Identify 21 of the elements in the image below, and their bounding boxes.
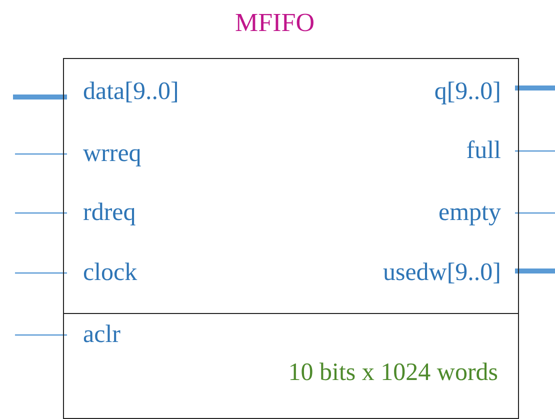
- pin-name: rdreq: [64, 199, 136, 227]
- pin-line: [515, 212, 555, 214]
- pin-name: data[9..0]: [64, 78, 179, 106]
- memory-size-note: 10 bits x 1024 words: [288, 359, 498, 387]
- pin-line: [515, 268, 555, 274]
- pin-line: [15, 153, 67, 155]
- pin-line: [15, 272, 67, 274]
- pin-line: [515, 150, 555, 152]
- pin-line: [515, 86, 555, 90]
- pin-name: clock: [64, 259, 138, 287]
- pin-name: wrreq: [64, 140, 142, 168]
- block-title: MFIFO: [235, 8, 314, 38]
- pin-name: full: [466, 137, 518, 165]
- pin-name: aclr: [64, 321, 120, 349]
- block-box: [63, 58, 519, 419]
- pin-line: [15, 212, 67, 214]
- pin-name: q[9..0]: [434, 78, 518, 106]
- pin-name: empty: [438, 199, 518, 227]
- pin-line: [15, 334, 67, 336]
- pin-name: usedw[9..0]: [382, 259, 518, 287]
- pin-line: [13, 94, 67, 100]
